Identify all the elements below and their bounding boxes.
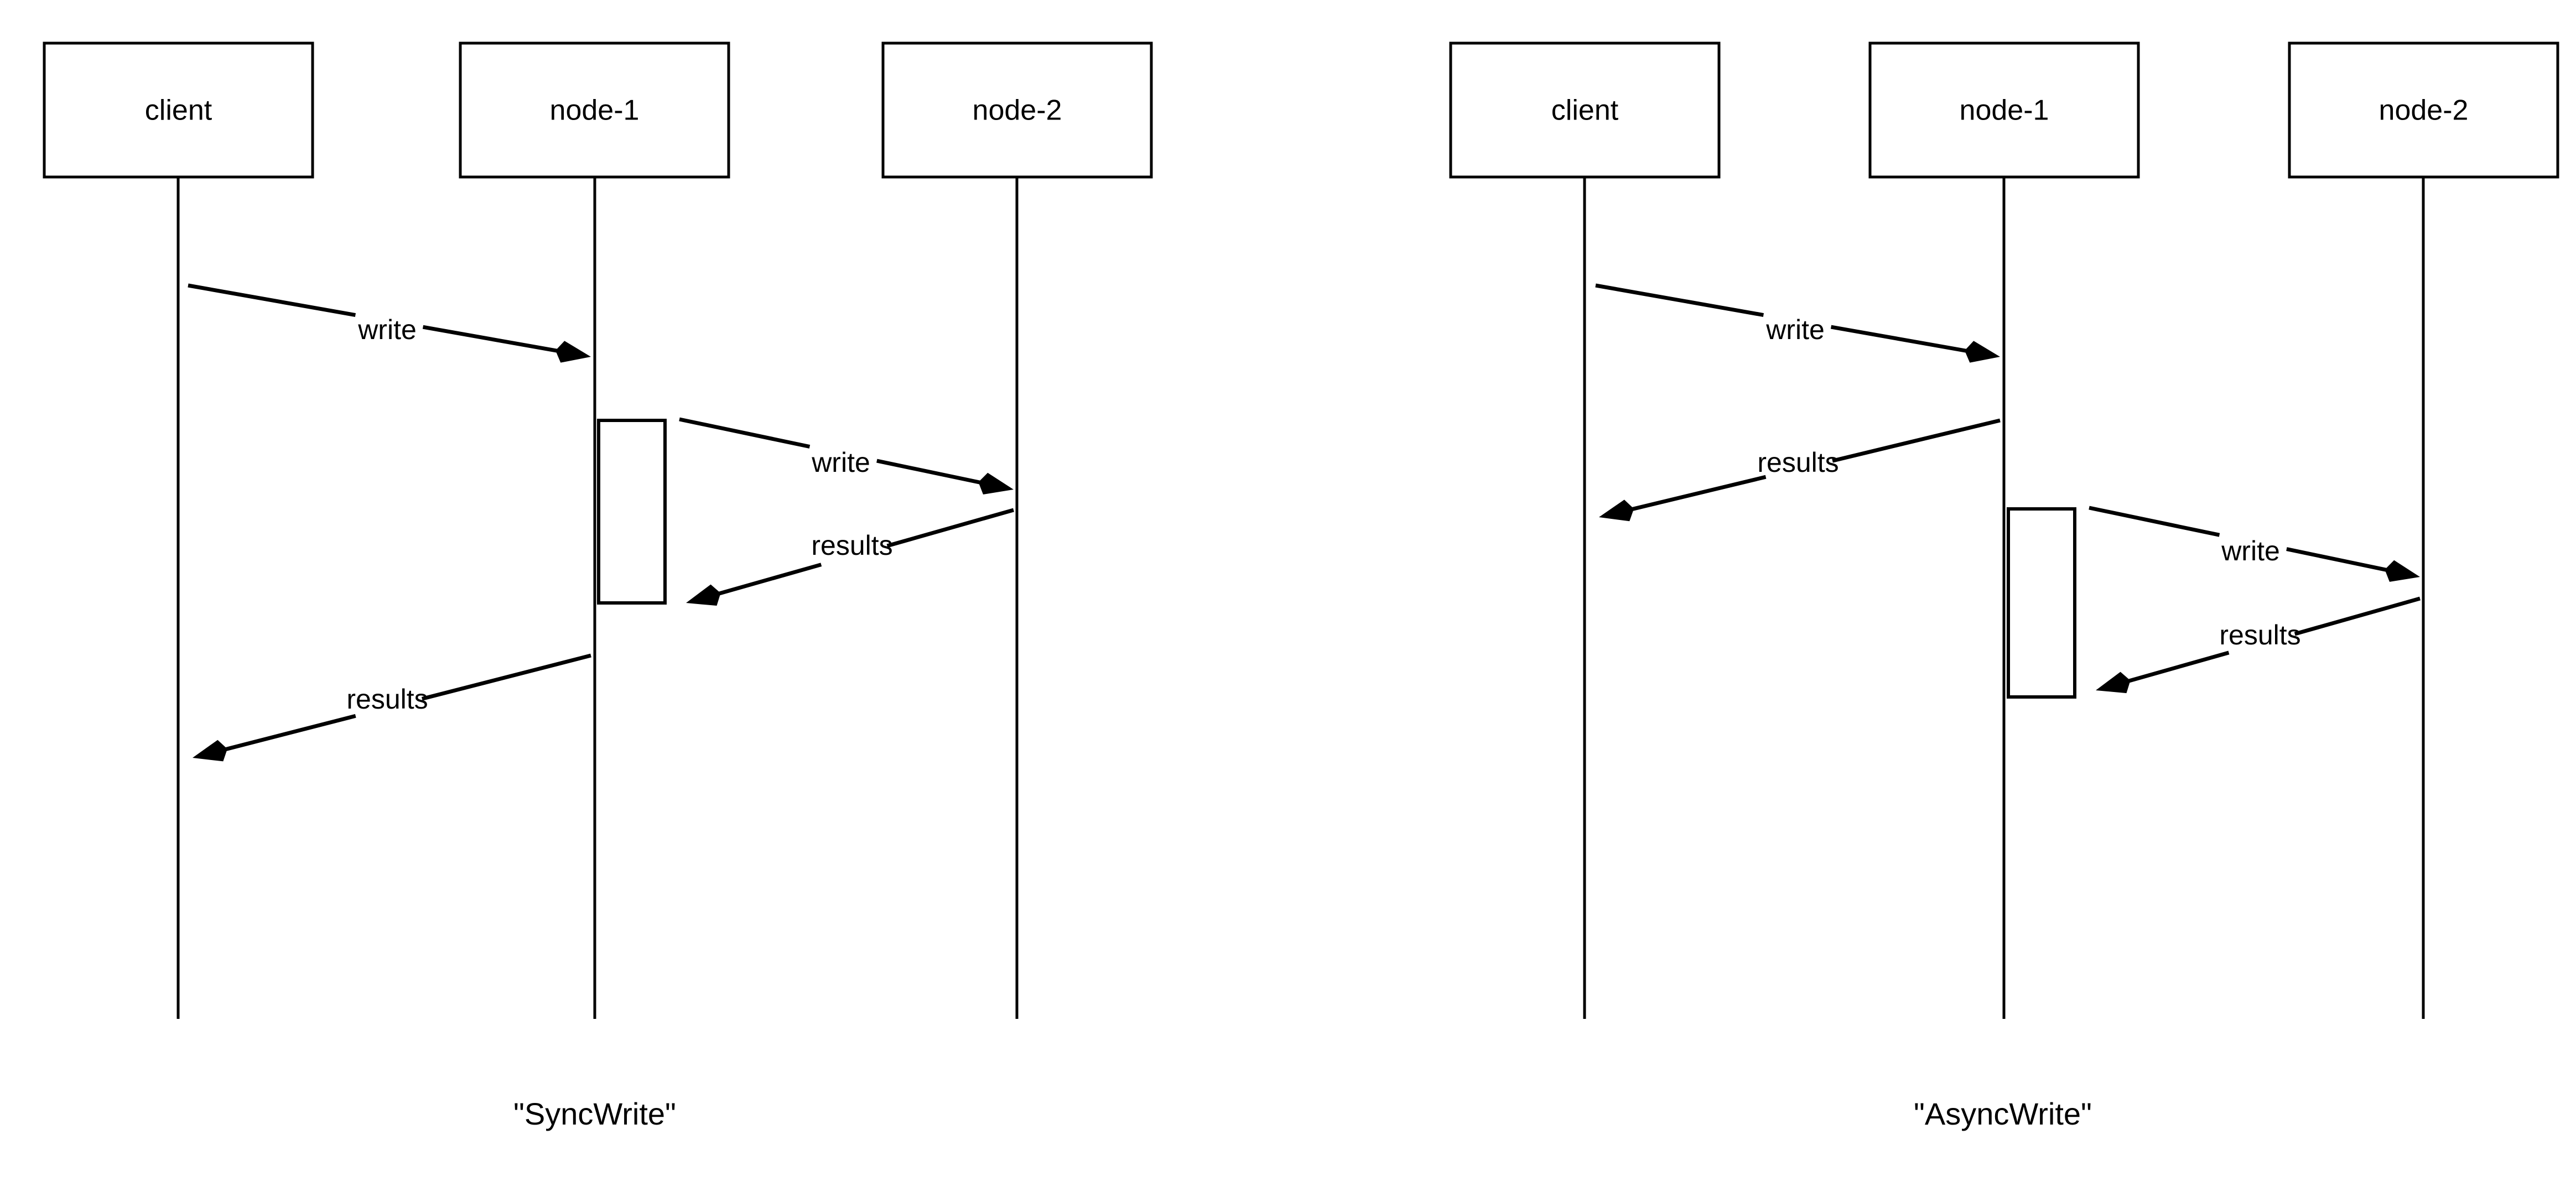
participant-box-node-2[interactable] [2288,41,2559,179]
message-line-write-1-a [679,417,811,449]
message-arrowhead-write-0 [1964,341,2000,363]
message-line-results-1-b [1622,475,1767,514]
message-label-write-0: write [357,314,417,345]
message-arrowhead-results-1 [1599,499,1634,522]
participant-label-node-1: node-1 [550,95,640,127]
participant-label-client: client [145,95,212,127]
participant-box-node-1[interactable] [1868,41,2140,179]
participant-box-node-1[interactable] [459,41,730,179]
diagram-caption-sync-write: "SyncWrite" [513,1096,676,1131]
participant-label-client: client [1551,95,1619,127]
message-line-write-0-a [1595,283,1764,317]
message-line-write-0-b [1830,325,1977,355]
sequence-diagram-sync-write: client node-1 node-2 write write results resul… [43,41,1153,1131]
message-line-results-3-b [215,714,356,754]
message-arrowhead-results-3 [2096,672,2131,694]
participant-box-node-2[interactable] [881,41,1153,179]
message-label-results-3: results [2219,620,2300,650]
participant-label-node-1: node-1 [1960,95,2049,127]
message-label-write-0: write [1765,314,1825,345]
message-arrowhead-write-2 [2385,560,2420,582]
message-label-write-1: write [811,447,870,478]
message-arrowhead-results-2 [686,584,721,606]
message-arrowhead-write-0 [555,341,591,363]
activation-bar-node-1 [2007,507,2076,699]
participant-label-node-2: node-2 [973,95,1062,127]
activation-bar-node-1 [597,419,667,605]
message-line-results-2-a [886,508,1014,548]
participant-label-node-2: node-2 [2379,95,2469,127]
message-arrowhead-write-1 [978,472,1014,495]
message-line-write-1-b [876,459,990,487]
sequence-diagram-async-write: client node-1 node-2 write results write resul… [1449,41,2559,1131]
message-label-write-2: write [2221,535,2280,566]
message-line-results-3-b [2118,650,2230,686]
message-line-write-2-b [2286,547,2397,574]
message-line-results-2-b [709,563,822,598]
message-line-results-3-a [421,653,591,701]
message-line-results-1-a [1832,418,2001,463]
participant-box-client[interactable] [1449,41,1721,179]
message-label-results-1: results [1757,447,1838,478]
message-line-write-0-b [422,325,568,355]
message-label-results-3: results [346,684,428,715]
message-line-write-2-a [2089,506,2220,537]
message-line-write-0-a [188,283,356,318]
message-label-results-2: results [811,530,892,561]
diagram-caption-async-write: "AsyncWrite" [1914,1096,2092,1131]
participant-box-client[interactable] [43,41,314,179]
message-arrowhead-results-3 [193,740,227,762]
message-line-results-3-a [2294,596,2421,636]
